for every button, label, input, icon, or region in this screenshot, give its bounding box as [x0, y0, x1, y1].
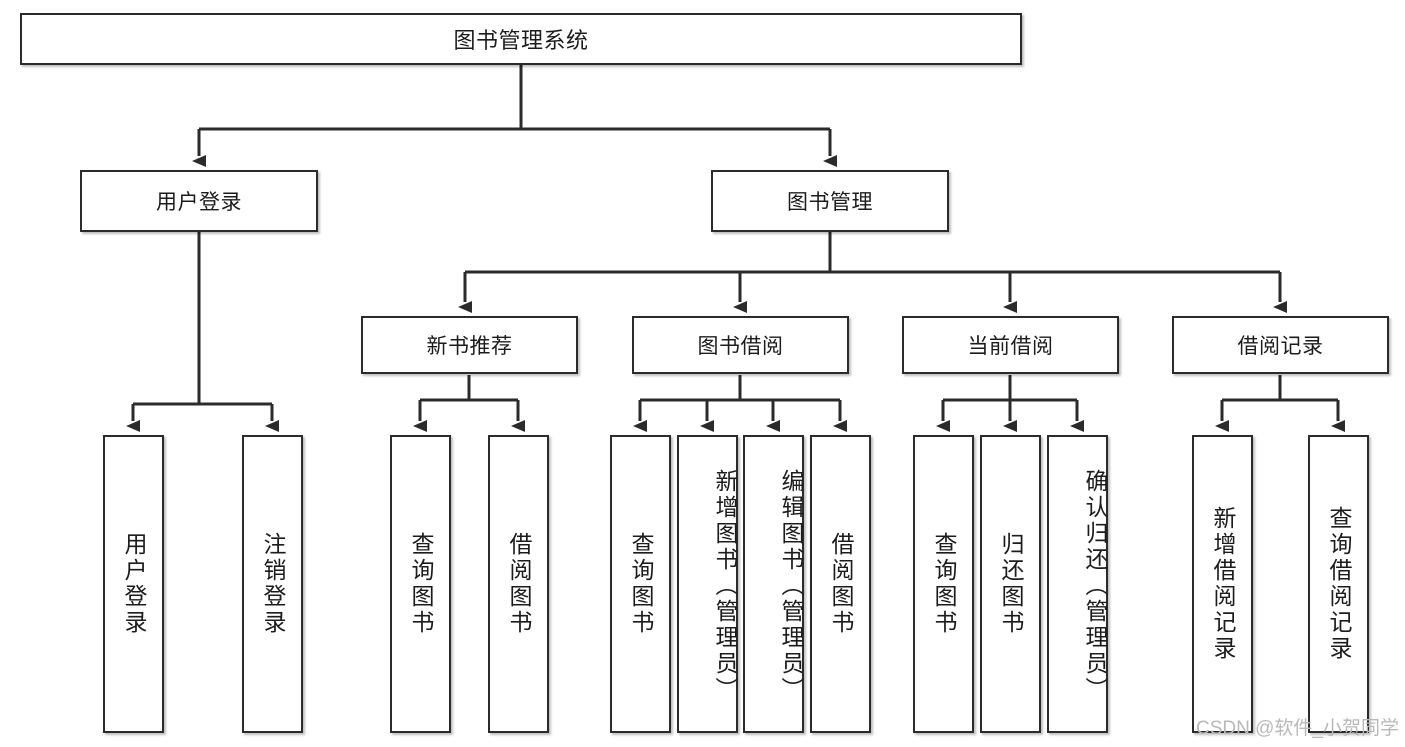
node-label: 新增图书（管理员）	[712, 469, 738, 703]
node-book-management[interactable]: 图书管理	[711, 170, 949, 232]
node-label: 注销登录	[260, 532, 286, 636]
node-label: 新书推荐	[426, 335, 513, 358]
node-label: 借阅记录	[1237, 335, 1324, 358]
node-label: 新增借阅记录	[1210, 506, 1236, 662]
leaf-logout-login[interactable]: 注销登录	[242, 435, 303, 733]
leaf-edit-book-admin[interactable]: 编辑图书（管理员）	[743, 435, 804, 733]
node-book-borrow[interactable]: 图书借阅	[632, 316, 849, 374]
node-label: 当前借阅	[967, 335, 1054, 358]
node-label: 确认归还（管理员）	[1082, 469, 1108, 703]
node-label: 查询图书	[628, 532, 654, 636]
node-label: 编辑图书（管理员）	[778, 469, 804, 703]
node-label: 查询图书	[408, 532, 434, 636]
node-label: 图书管理系统	[453, 28, 589, 53]
node-label: 查询图书	[931, 532, 957, 636]
leaf-query-book-3[interactable]: 查询图书	[913, 435, 974, 733]
leaf-return-book[interactable]: 归还图书	[980, 435, 1041, 733]
leaf-borrow-book-1[interactable]: 借阅图书	[488, 435, 549, 733]
node-label: 用户登录	[121, 532, 147, 636]
node-label: 图书管理	[787, 191, 873, 214]
node-new-book-recommend[interactable]: 新书推荐	[361, 316, 578, 374]
node-root-book-management-system[interactable]: 图书管理系统	[20, 13, 1022, 65]
node-label: 借阅图书	[828, 532, 854, 636]
node-current-borrow[interactable]: 当前借阅	[902, 316, 1119, 374]
node-label: 查询借阅记录	[1326, 506, 1352, 662]
leaf-query-book-2[interactable]: 查询图书	[610, 435, 671, 733]
leaf-query-borrow-record[interactable]: 查询借阅记录	[1308, 435, 1369, 733]
node-label: 归还图书	[998, 532, 1024, 636]
node-user-login[interactable]: 用户登录	[80, 170, 318, 232]
leaf-borrow-book-2[interactable]: 借阅图书	[810, 435, 871, 733]
node-label: 借阅图书	[506, 532, 532, 636]
leaf-add-book-admin[interactable]: 新增图书（管理员）	[677, 435, 738, 733]
leaf-query-book-1[interactable]: 查询图书	[390, 435, 451, 733]
node-label: 图书借阅	[697, 335, 784, 358]
leaf-confirm-return-admin[interactable]: 确认归还（管理员）	[1047, 435, 1108, 733]
node-label: 用户登录	[156, 191, 242, 214]
leaf-user-login[interactable]: 用户登录	[103, 435, 164, 733]
node-borrow-record[interactable]: 借阅记录	[1172, 316, 1389, 374]
leaf-add-borrow-record[interactable]: 新增借阅记录	[1192, 435, 1253, 733]
